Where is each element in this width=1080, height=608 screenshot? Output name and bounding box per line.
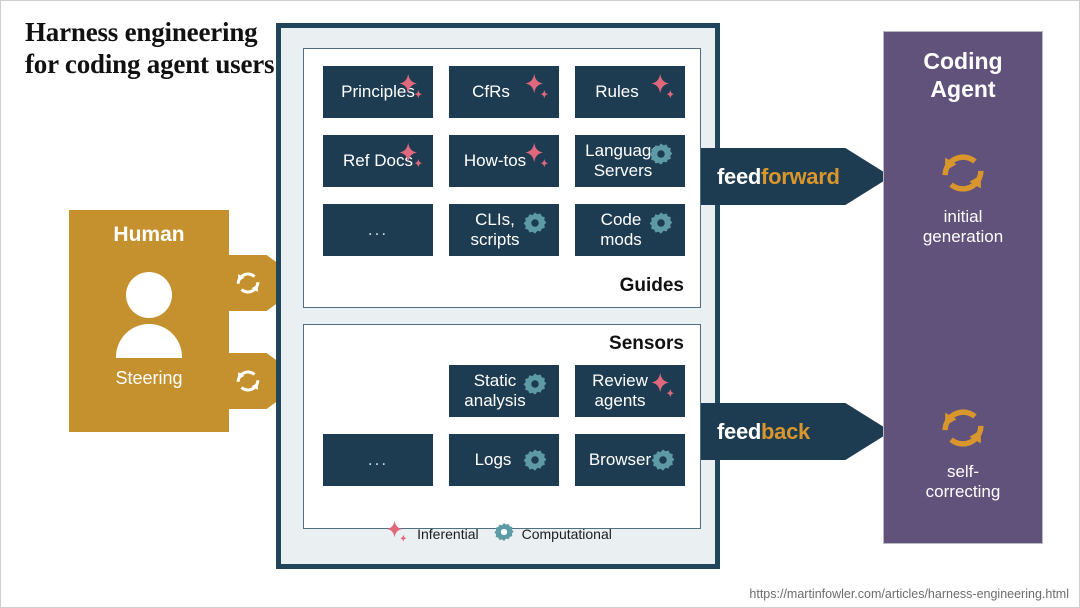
- chip-label: Browser: [588, 450, 652, 470]
- chip-label: Principles: [341, 82, 415, 102]
- sparkle-icon: [522, 72, 552, 102]
- feedforward-label-part-a: feed: [717, 163, 762, 189]
- legend-label: Inferential: [417, 525, 479, 542]
- cycle-icon: [236, 272, 260, 294]
- chip-label: Code mods: [600, 210, 642, 249]
- chip-label: Ref Docs: [343, 151, 413, 171]
- sensors-chip-static-analysis[interactable]: Static analysis: [449, 365, 559, 417]
- person-head: [126, 272, 172, 318]
- chip-label: ...: [367, 450, 389, 470]
- gear-icon: [522, 371, 552, 401]
- chip-label: How-tos: [463, 151, 527, 171]
- coding-agent-panel: Coding Agent initial generation: [883, 31, 1043, 544]
- feedforward-label: feedforward: [717, 164, 840, 190]
- sparkle-icon: [648, 72, 678, 102]
- human-block: Human Steering: [69, 210, 229, 432]
- guides-chip-ref-docs[interactable]: Ref Docs: [323, 135, 433, 187]
- cycle-icon: [884, 400, 1042, 456]
- chip-label: Review agents: [592, 371, 648, 410]
- chip-label: Language Servers: [585, 141, 661, 180]
- gear-icon: [648, 210, 678, 240]
- sparkle-icon: [522, 141, 552, 171]
- guides-title: Guides: [619, 275, 684, 296]
- legend: Inferential Computational: [281, 519, 715, 548]
- sensors-chip-review-agents[interactable]: Review agents: [575, 365, 685, 417]
- chip-label: Rules: [595, 82, 639, 102]
- legend-item-inferential: Inferential: [384, 519, 479, 548]
- sensors-chip-more[interactable]: ...: [323, 434, 433, 486]
- sensors-chip-browser[interactable]: Browser: [575, 434, 685, 486]
- gear-icon: [493, 521, 515, 546]
- page-title: Harness engineering for coding agent use…: [25, 17, 275, 79]
- coding-agent-title: Coding Agent: [923, 48, 1003, 102]
- chip-label: ...: [367, 220, 389, 240]
- guides-chip-language-servers[interactable]: Language Servers: [575, 135, 685, 187]
- sensors-title: Sensors: [609, 333, 684, 354]
- cycle-icon: [236, 370, 260, 392]
- guides-chip-code-mods[interactable]: Code mods: [575, 204, 685, 256]
- cycle-icon: [884, 145, 1042, 201]
- sparkle-icon: [396, 72, 426, 102]
- feedback-label: feedback: [717, 419, 810, 445]
- legend-label: Computational: [521, 525, 612, 542]
- gear-icon: [522, 210, 552, 240]
- chip-label: CfRs: [472, 82, 510, 102]
- feedforward-arrow: feedforward: [701, 148, 891, 205]
- feedback-label-part-b: back: [761, 418, 810, 444]
- guides-panel: Guides Principles CfRs: [303, 48, 701, 308]
- agent-stage-label: self- correcting: [925, 462, 1001, 502]
- sparkle-icon: [384, 519, 410, 548]
- feedback-arrow: feedback: [701, 403, 891, 460]
- gear-icon: [648, 141, 678, 171]
- person-icon: [116, 272, 182, 358]
- steering-label: Steering: [115, 368, 183, 388]
- chip-label: Logs: [474, 450, 512, 470]
- feedforward-label-part-b: forward: [761, 163, 840, 189]
- gear-icon: [522, 447, 552, 477]
- guides-chip-more[interactable]: ...: [323, 204, 433, 256]
- chip-label: CLIs, scripts: [470, 210, 520, 249]
- feedback-label-part-a: feed: [717, 418, 762, 444]
- agent-stage-self-correcting: self- correcting: [884, 400, 1042, 503]
- chip-label: Static analysis: [464, 371, 526, 410]
- guides-chip-how-tos[interactable]: How-tos: [449, 135, 559, 187]
- agent-stage-initial-generation: initial generation: [884, 145, 1042, 248]
- source-url: https://martinfowler.com/articles/harnes…: [749, 587, 1069, 601]
- harness-container: Guides Principles CfRs: [276, 23, 720, 569]
- sensors-chip-logs[interactable]: Logs: [449, 434, 559, 486]
- sparkle-icon: [648, 371, 678, 401]
- sparkle-icon: [396, 141, 426, 171]
- person-body: [116, 324, 182, 358]
- agent-stage-label: initial generation: [922, 207, 1004, 247]
- guides-chip-principles[interactable]: Principles: [323, 66, 433, 118]
- guides-chip-rules[interactable]: Rules: [575, 66, 685, 118]
- gear-icon: [650, 447, 680, 477]
- guides-chip-clis-scripts[interactable]: CLIs, scripts: [449, 204, 559, 256]
- human-label: Human: [113, 223, 185, 246]
- guides-chip-cfrs[interactable]: CfRs: [449, 66, 559, 118]
- sensors-panel: Sensors Static analysis Review agents: [303, 324, 701, 529]
- legend-item-computational: Computational: [493, 521, 612, 546]
